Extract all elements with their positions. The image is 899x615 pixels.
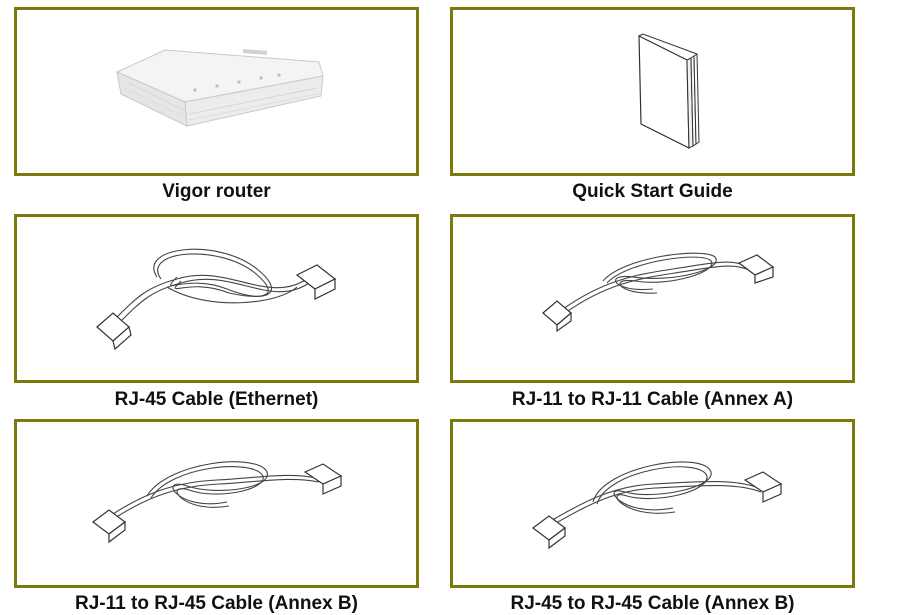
item-caption: RJ-11 to RJ-11 Cable (Annex A) bbox=[511, 389, 794, 410]
rj11-cable-icon bbox=[542, 252, 775, 333]
rj11-rj45-cable-icon bbox=[92, 461, 343, 544]
item-caption: RJ-11 to RJ-45 Cable (Annex B) bbox=[75, 593, 358, 614]
item-caption: RJ-45 Cable (Ethernet) bbox=[114, 389, 319, 410]
item-caption: Vigor router bbox=[162, 181, 271, 202]
router-icon bbox=[115, 49, 324, 127]
rj45-cable-icon bbox=[96, 248, 337, 351]
rj45-rj45-cable-icon bbox=[532, 461, 783, 550]
item-frame bbox=[14, 7, 419, 176]
booklet-icon bbox=[638, 33, 700, 149]
item-caption: Quick Start Guide bbox=[572, 181, 733, 202]
item-frame bbox=[450, 7, 855, 176]
item-frame bbox=[450, 419, 855, 588]
item-caption: RJ-45 to RJ-45 Cable (Annex B) bbox=[510, 593, 795, 614]
item-frame bbox=[14, 214, 419, 383]
item-frame bbox=[14, 419, 419, 588]
item-frame bbox=[450, 214, 855, 383]
